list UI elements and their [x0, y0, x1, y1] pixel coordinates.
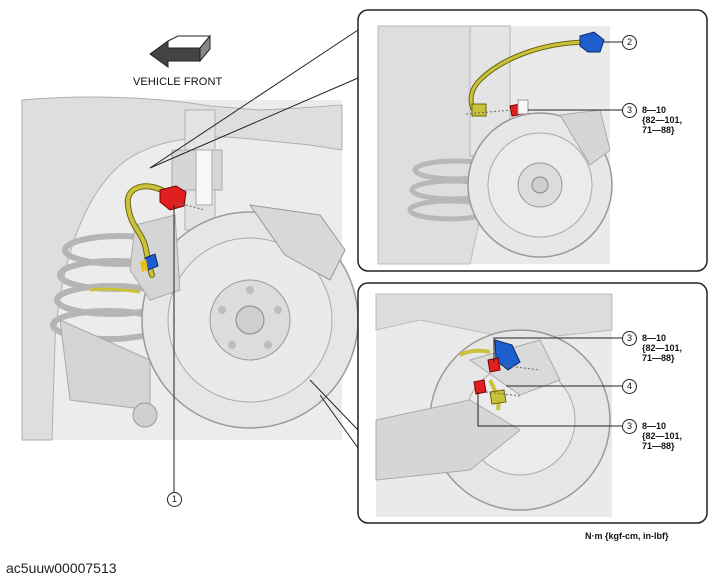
main-illustration: [21, 96, 359, 441]
arrow-left-icon: [149, 34, 212, 68]
callout-2: 2: [622, 35, 637, 50]
vehicle-front-label: VEHICLE FRONT: [133, 76, 223, 88]
torque-line-2: {82—101,: [642, 431, 683, 441]
torque-line-3: 71—88}: [642, 125, 675, 135]
figure-id: ac5uuw00007513: [6, 560, 117, 576]
torque-line-2: {82—101,: [642, 343, 683, 353]
torque-line-3: 71—88}: [642, 441, 675, 451]
callout-1: 1: [167, 492, 182, 507]
torque-line-1: 8—10: [642, 333, 667, 343]
callout-4: 4: [622, 379, 637, 394]
torque-line-1: 8—10: [642, 105, 667, 115]
torque-units-note: N·m {kgf-cm, in-lbf}: [585, 531, 669, 541]
callout-3-lower-b: 3: [622, 419, 637, 434]
torque-spec-lower-b: 8—10 {82—101, 71—88}: [642, 421, 682, 451]
upper-detail-panel: [357, 9, 708, 272]
torque-spec-upper: 8—10 {82—101, 71—88}: [642, 105, 682, 135]
torque-line-2: {82—101,: [642, 115, 683, 125]
torque-spec-lower-a: 8—10 {82—101, 71—88}: [642, 333, 682, 363]
zoom-leader-lines: [149, 29, 359, 492]
callout-3-lower-a: 3: [622, 331, 637, 346]
torque-line-3: 71—88}: [642, 353, 675, 363]
torque-line-1: 8—10: [642, 421, 667, 431]
lower-detail-panel: [357, 282, 708, 524]
callout-3-upper: 3: [622, 103, 637, 118]
